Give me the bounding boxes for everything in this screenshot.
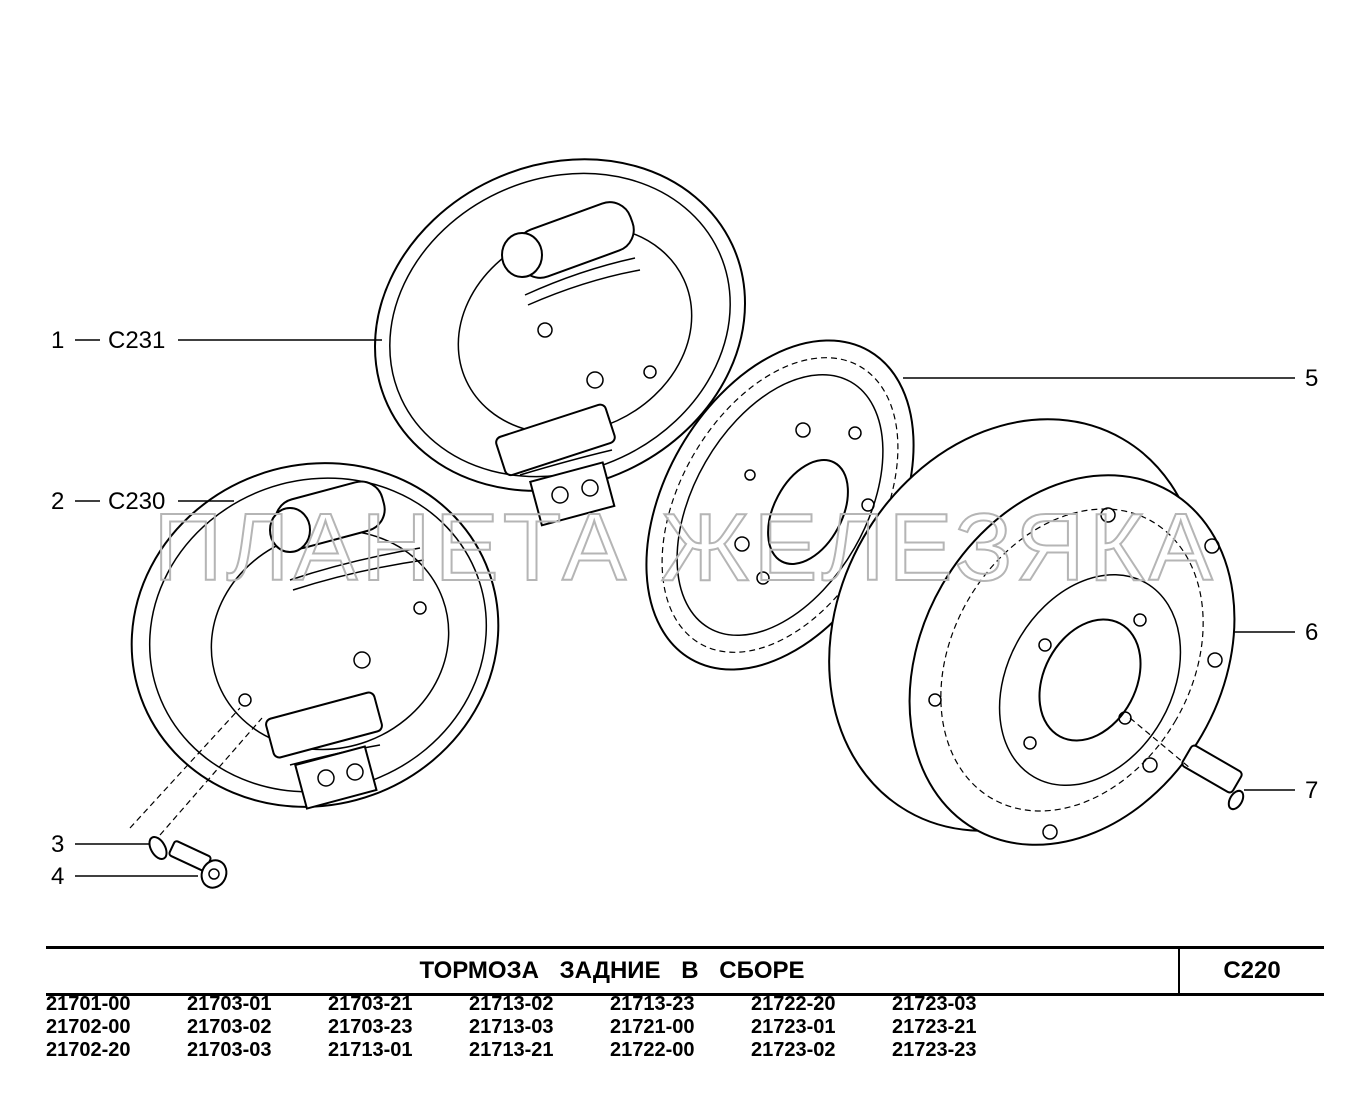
brake-drum[interactable]	[756, 351, 1299, 904]
model-code: 21722-20	[751, 993, 836, 1015]
model-code: 21703-02	[187, 1016, 272, 1038]
callout-1-number: 1	[51, 327, 64, 354]
model-code: 21702-20	[46, 1039, 131, 1061]
assembly-line-stud	[1129, 717, 1191, 769]
title-block: ТОРМОЗА ЗАДНИЕ В СБОРЕ C220	[46, 946, 1324, 996]
model-code: 21702-00	[46, 1016, 131, 1038]
model-code: 21721-00	[610, 1016, 695, 1038]
model-code: 21723-02	[751, 1039, 836, 1061]
assembly-line-washer	[159, 717, 263, 836]
callout-2-ref[interactable]: C230	[108, 488, 165, 515]
callout-4-number: 4	[51, 863, 64, 890]
callout-5-number: 5	[1305, 365, 1318, 392]
model-code: 21723-01	[751, 1016, 836, 1038]
callout-6-number: 6	[1305, 619, 1318, 646]
model-code: 21723-03	[892, 993, 977, 1015]
model-code: 21703-03	[187, 1039, 272, 1061]
model-code: 21723-21	[892, 1016, 977, 1038]
section-code: C220	[1223, 957, 1281, 984]
assembly-line-bolt	[129, 707, 241, 829]
model-code: 21713-23	[610, 993, 695, 1015]
model-code: 21713-03	[469, 1016, 554, 1038]
model-code: 21723-23	[892, 1039, 977, 1061]
page-title: ТОРМОЗА ЗАДНИЕ В СБОРЕ	[46, 949, 1180, 993]
model-code: 21713-21	[469, 1039, 554, 1061]
brake-assembly-lower[interactable]	[83, 412, 547, 858]
model-code: 21703-23	[328, 1016, 413, 1038]
model-code: 21713-02	[469, 993, 554, 1015]
callout-1-ref[interactable]: C231	[108, 327, 165, 354]
model-code: 21703-01	[187, 993, 272, 1015]
model-code: 21713-01	[328, 1039, 413, 1061]
callout-2-number: 2	[51, 488, 64, 515]
callout-7-number: 7	[1305, 777, 1318, 804]
exploded-parts-diagram: 1 C231 2 C230 3 4 5 6 7 ПЛАНЕТА ЖЕЛЕЗЯКА	[51, 100, 1318, 904]
callout-3-number: 3	[51, 831, 64, 858]
model-code: 21722-00	[610, 1039, 695, 1061]
bolt[interactable]	[168, 840, 230, 891]
spring-washer[interactable]	[146, 834, 170, 862]
model-list: 21701-00 21703-01 21703-21 21713-02 21713-23…	[46, 993, 1046, 1062]
watermark: ПЛАНЕТА ЖЕЛЕЗЯКА	[153, 494, 1216, 601]
brake-assembly-upper[interactable]	[320, 100, 800, 551]
model-code: 21703-21	[328, 993, 413, 1015]
model-code: 21701-00	[46, 993, 131, 1015]
wheel-stud[interactable]	[1181, 744, 1246, 812]
